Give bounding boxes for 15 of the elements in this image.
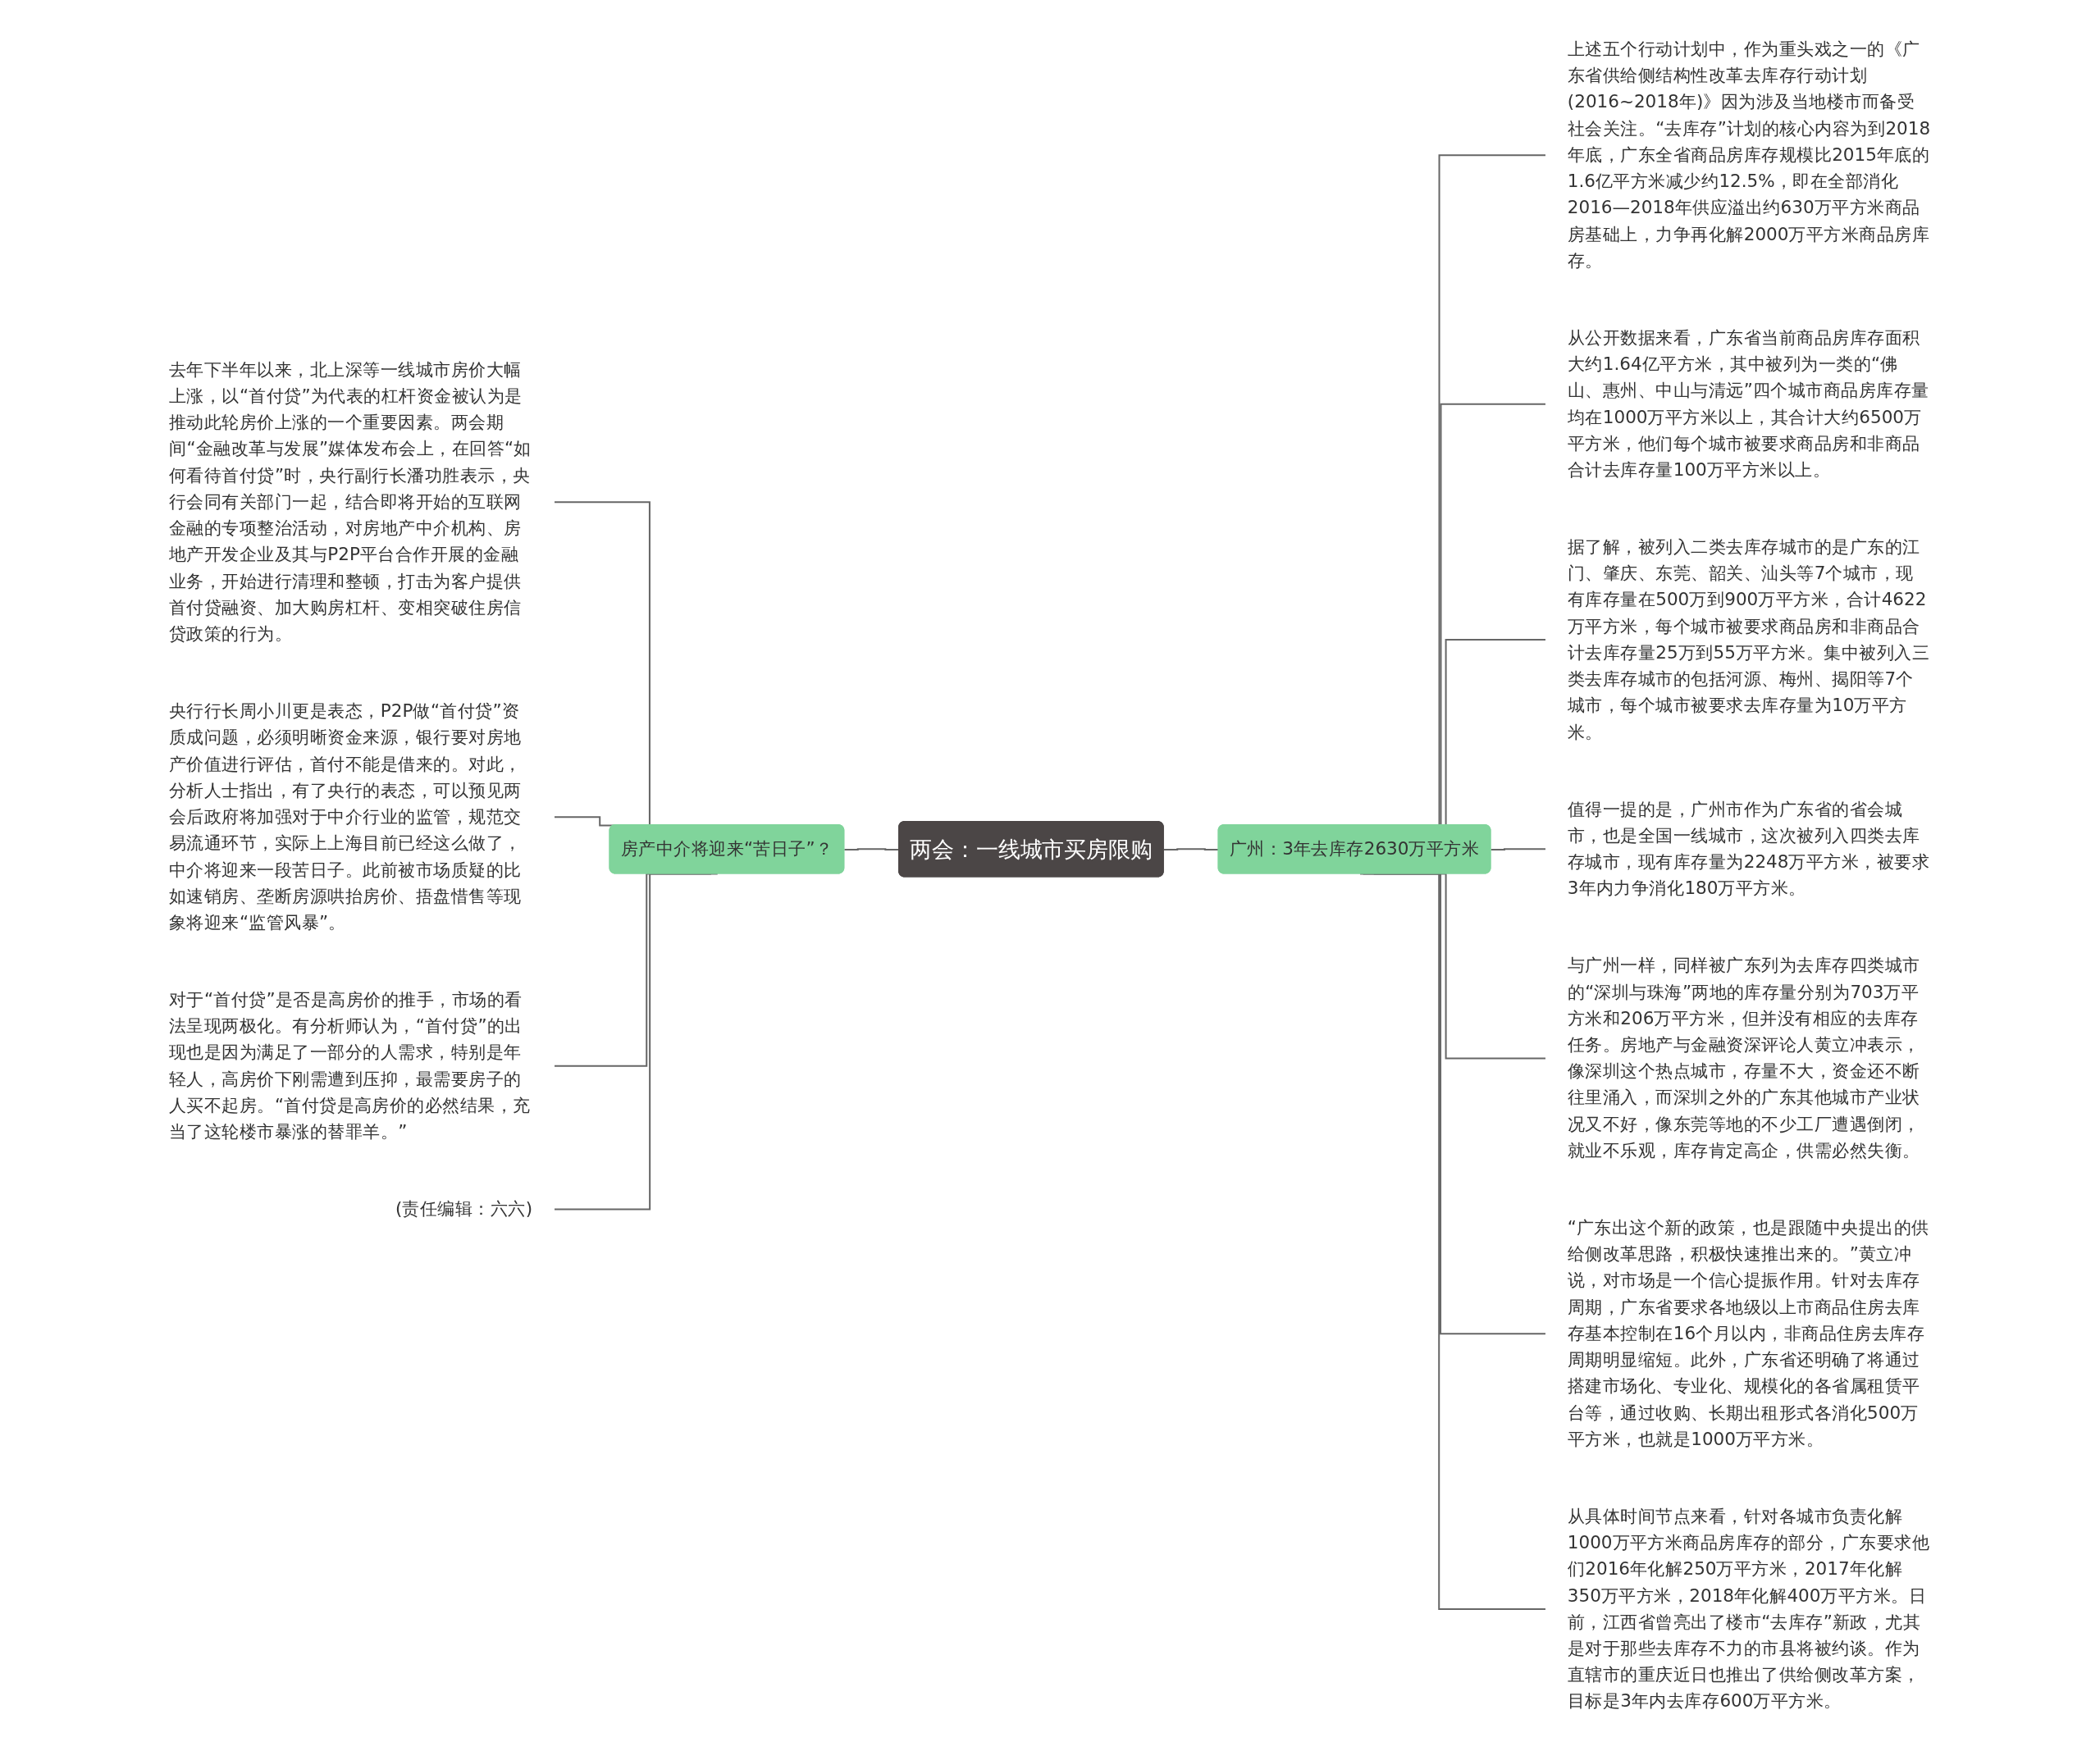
node-text: (责任编辑：六六) — [395, 1197, 533, 1220]
node-text: 与广州一样，同样被广东列为去库存四类城市的“深圳与珠海”两地的库存量分别为703万平方米和206万平方米，但并没有相应的去库存任务。房地产与金融资深评论人黄立冲表示，像深圳这个热点城市，存量不大，资金还不断往里涌入，而深圳之外的广东其他城市产业状况又不好，像东莞等地的不少工厂遭遇倒闭，就业不乐观，库存肯定高企，供需必然失衡。 — [1567, 955, 1920, 1161]
node-text: 对于“首付贷”是否是高房价的推手，市场的看法呈现两极化。有分析师认为，“首付贷”的出现也是因为满足了一部分的人需求，特别是年轻人，高房价下刚需遭到压抑，最需要房子的人买不起房。“首付贷是高房价的必然结果，充当了这轮楼市暴涨的替罪羊。” — [168, 988, 531, 1142]
node-text: 值得一提的是，广州市作为广东省的省会城市，也是全国一线城市，这次被列入四类去库存城市，现有库存量为2248万平方米，被要求3年内力争消化180万平方米。 — [1567, 798, 1930, 899]
node-text: 据了解，被列入二类去库存城市的是广东的江门、肇庆、东莞、韶关、汕头等7个城市，现有库存量在500万到900万平方米，合计4622万平方米，每个城市被要求商品房和非商品合计去库存量25万到55万平方米。集中被列入三类去库存城市的包括河源、梅州、揭阳等7个城市，每个城市被要求去库存量为10万平方米。 — [1567, 536, 1930, 742]
connector — [1163, 848, 1219, 850]
node-text: 去年下半年以来，北上深等一线城市房价大幅上涨，以“首付贷”为代表的杠杆资金被认为是推动此轮房价上涨的一个重要因素。两会期间“金融改革与发展”媒体发布会上，在回答“如何看待首付贷”时，央行副行长潘功胜表示，央行会同有关部门一起，结合即将开始的互联网金融的专项整治活动，对房地产中介机构、房地产开发企业及其与P2P平台合作开展的金融业务，开始进行清理和整顿，打击为客户提供首付贷融资、加大购房杠杆、变相突破住房信贷政策的行为。 — [168, 358, 532, 645]
connector — [1491, 848, 1545, 850]
node-text: “广东出这个新的政策，也是跟随中央提出的供给侧改革思路，积极快速推出来的。”黄立冲说，对市场是一个信心提振作用。针对去库存周期，广东省要求各地级以上市商品住房去库存基本控制在16个月以内，非商品住房去库存周期明显缩短。此外，广东省还明确了将通过搭建市场化、专业化、规模化的各省属租赁平台等，通过收购、长期出租形式各消化500万平方米，也就是1000万平方米。 — [1567, 1216, 1929, 1450]
connector — [1360, 873, 1545, 1610]
node-text: 上述五个行动计划中，作为重头戏之一的《广东省供给侧结构性改革去库存行动计划(2016~2018年)》因为涉及当地楼市而备受社会关注。“去库存”计划的核心内容为到2018年底，广东全省商品房库存规模比2015年底的1.6亿平方米减少约12.5%，即在全部消化2016—2018年供应溢出约630万平方米商品房基础上，力争再化解2000万平方米商品房库存。 — [1567, 38, 1931, 271]
node-text: 从具体时间节点来看，针对各城市负责化解1000万平方米商品房库存的部分，广东要求他们2016年化解250万平方米，2017年化解350万平方米，2018年化解400万平方米。日前，江西省曾亮出了楼市“去库存”新政，尤其是对于那些去库存不力的市县将被约谈。作为直辖市的重庆近日也推出了供给侧改革方案，目标是3年内去库存600万平方米。 — [1567, 1505, 1930, 1712]
node-text: 从公开数据来看，广东省当前商品房库存面积大约1.64亿平方米，其中被列为一类的“佛山、惠州、中山与清远”四个城市商品房库存量均在1000万平方米以上，其合计大约6500万平方米，他们每个城市被要求商品房和非商品合计去库存量100万平方米以上。 — [1567, 326, 1929, 481]
node-text: 央行行长周小川更是表态，P2P做“首付贷”资质成问题，必须明晰资金来源，银行要对房地产价值进行评估，首付不能是借来的。对此，分析人士指出，有了央行的表态，可以预见两会后政府将加强对于中介行业的监管，规范交易流通环节，实际上上海目前已经这么做了，中介将迎来一段苦日子。此前被市场质疑的比如速销房、垄断房源哄抬房价、捂盘惜售等现象将迎来“监管风暴”。 — [168, 700, 522, 933]
connector — [555, 873, 718, 1211]
